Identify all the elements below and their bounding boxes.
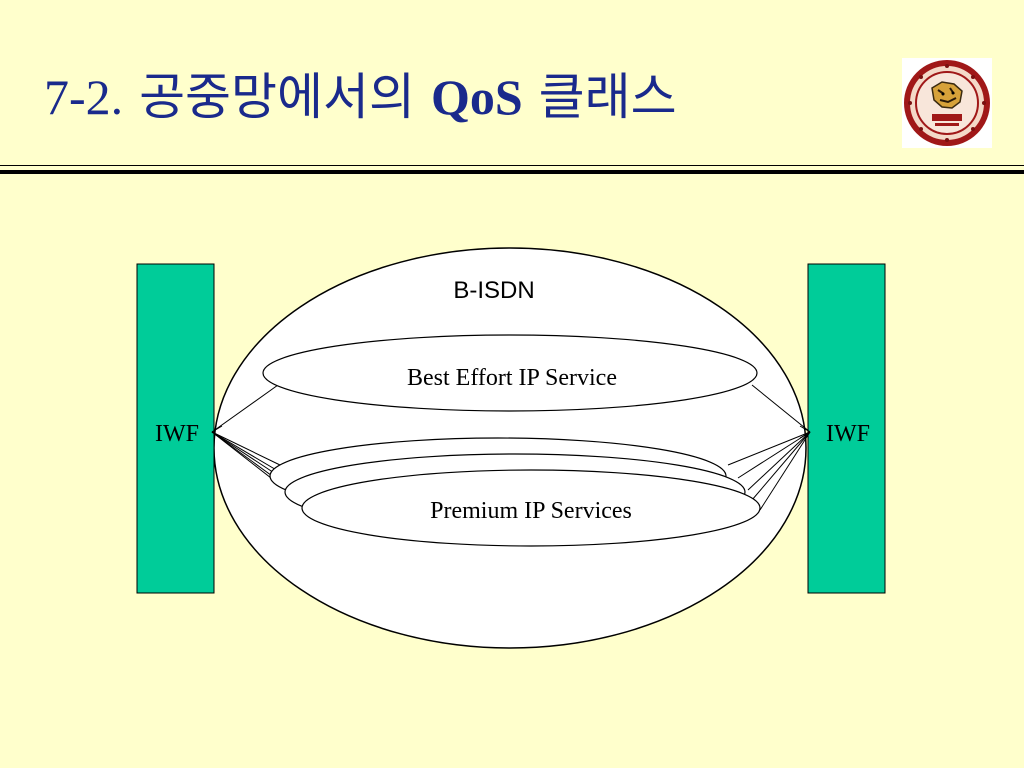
premium-ellipse-front (301, 469, 761, 547)
iwf-left-box (136, 263, 215, 594)
best-effort-label: Best Effort IP Service (407, 365, 617, 391)
title-number: 7-2. (44, 69, 124, 125)
title-korean: 공중망에서의 (139, 68, 416, 126)
title-suffix: 클래스 (538, 68, 677, 126)
right-arrowhead (799, 425, 811, 439)
right-connection-lines (727, 384, 811, 511)
iwf-right-label: IWF (826, 421, 870, 447)
tiger-seal-icon (902, 58, 992, 148)
premium-label: Premium IP Services (430, 498, 632, 524)
iwf-left-label: IWF (155, 421, 199, 447)
title-rule-thick (0, 170, 1024, 174)
b-isdn-label: B-ISDN (453, 277, 534, 304)
best-effort-ellipse (262, 334, 758, 412)
title-qos: QoS (430, 69, 523, 125)
slide-title: 7-2. 공중망에서의 QoS 클래스 (44, 72, 677, 122)
left-arrowhead (211, 425, 223, 439)
title-rule-thin (0, 165, 1024, 166)
iwf-right-box (807, 263, 886, 594)
